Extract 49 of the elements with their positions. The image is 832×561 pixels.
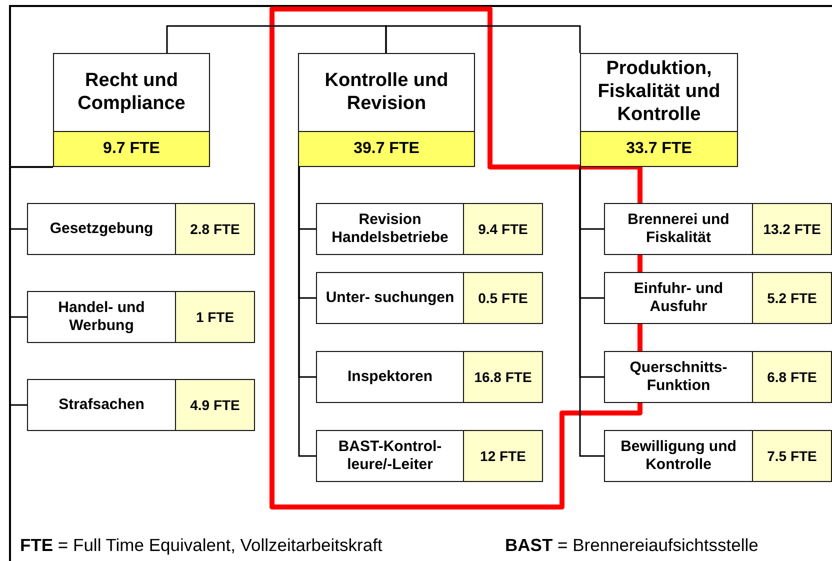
department-box xyxy=(53,53,210,167)
unit-name: Revision Handelsbetriebe xyxy=(330,210,450,248)
unit-box xyxy=(604,351,832,403)
unit-name: Brennerei und Fiskalität xyxy=(626,210,730,248)
connector-line xyxy=(385,25,581,53)
unit-box xyxy=(27,379,255,431)
unit-box xyxy=(316,272,543,324)
fte-value: 13.2 FTE xyxy=(752,204,831,254)
unit-name: Gesetzgebung xyxy=(48,219,154,239)
fte-value: 2.8 FTE xyxy=(175,204,254,254)
unit-box xyxy=(316,203,543,255)
department-name: Recht und Compliance xyxy=(76,68,186,116)
department-name: Produktion, Fiskalität und Kontrolle xyxy=(596,57,722,127)
connector-line xyxy=(166,25,387,53)
unit-name: Strafsachen xyxy=(58,395,146,415)
connector-line xyxy=(9,166,53,406)
fte-value: 4.9 FTE xyxy=(175,380,254,430)
legend-note: FTE = Full Time Equivalent, Vollzeitarbeitskraft xyxy=(20,535,382,556)
unit-name: BAST-Kontrol- leure/-Leiter xyxy=(337,437,443,475)
unit-name: Handel- und Werbung xyxy=(57,298,146,336)
unit-name: Querschnitts- Funktion xyxy=(628,358,728,396)
unit-box xyxy=(604,430,832,482)
unit-box xyxy=(27,203,255,255)
fte-value: 0.5 FTE xyxy=(463,273,542,323)
unit-box xyxy=(604,272,832,324)
connector-line xyxy=(298,167,316,457)
unit-name: Einfuhr- und Ausfuhr xyxy=(632,279,724,317)
department-box xyxy=(580,53,738,167)
department-name: Kontrolle und Revision xyxy=(324,68,450,116)
unit-box xyxy=(27,291,255,343)
fte-value: 16.8 FTE xyxy=(463,352,542,402)
unit-name: Bewilligung und Kontrolle xyxy=(620,437,738,475)
legend-note: BAST = Brennereiaufsichtsstelle xyxy=(505,535,758,556)
fte-value: 6.8 FTE xyxy=(752,352,831,402)
fte-value: 9.4 FTE xyxy=(463,204,542,254)
department-box xyxy=(298,53,475,167)
fte-value: 33.7 FTE xyxy=(581,131,737,166)
fte-value: 1 FTE xyxy=(175,292,254,342)
fte-value: 39.7 FTE xyxy=(299,131,474,166)
unit-box xyxy=(316,351,543,403)
fte-value: 7.5 FTE xyxy=(752,431,831,481)
fte-value: 9.7 FTE xyxy=(54,131,209,166)
fte-value: 12 FTE xyxy=(463,431,542,481)
unit-name: Unter- suchungen xyxy=(324,288,456,308)
unit-name: Inspektoren xyxy=(346,367,434,387)
unit-box xyxy=(604,203,832,255)
connector-line xyxy=(579,167,604,457)
unit-box xyxy=(316,430,543,482)
fte-value: 5.2 FTE xyxy=(752,273,831,323)
